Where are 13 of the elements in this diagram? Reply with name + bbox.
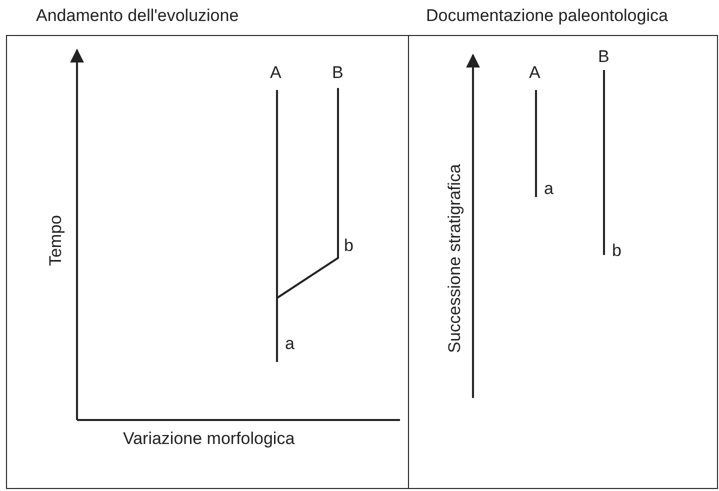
lineage-letter: B [598,48,610,65]
lineage-letter: a [285,335,294,352]
lineage-letter: b [612,242,622,259]
axis-title: Variazione morfologica [123,430,295,447]
lineage-letter: b [344,237,354,254]
axis-title: Successione stratigrafica [446,164,462,352]
panel-heading: Documentazione paleontologica [426,6,668,26]
panel-heading: Andamento dell'evoluzione [36,6,239,26]
axis-title: Tempo [46,214,64,266]
lineage-letter: a [544,180,554,197]
lineage-letter: A [270,64,282,81]
lineage-letter: B [332,64,344,81]
lineage-letter: A [529,64,540,81]
